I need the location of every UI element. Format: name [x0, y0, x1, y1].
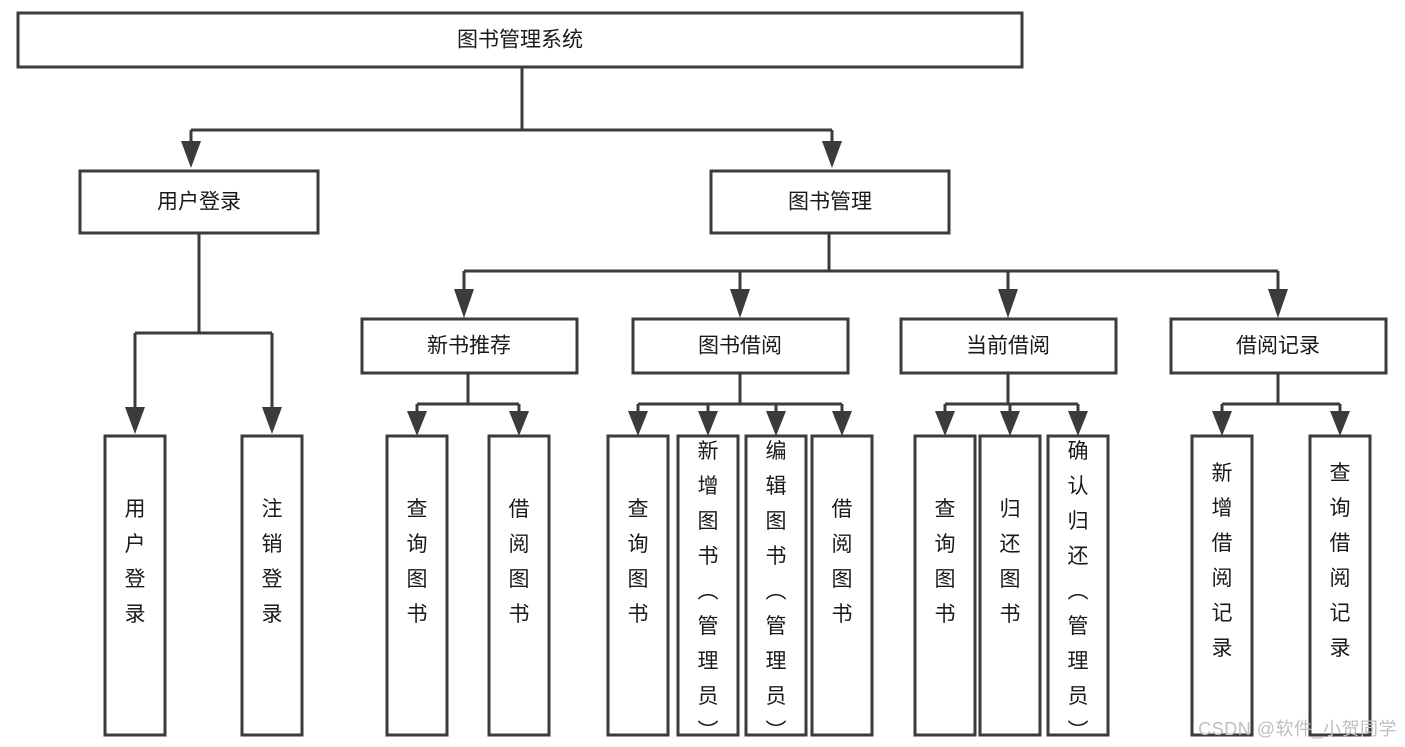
leaf-current-return-book[interactable]: 归还图书 — [978, 434, 1042, 737]
leaf-record-add[interactable]: 新增借阅记录 — [1190, 434, 1254, 737]
leaf-current-confirm-return[interactable]: 确认归还︵管理员︶ — [1046, 434, 1110, 743]
leaf-borrow-borrow-book[interactable]: 借阅图书 — [810, 434, 874, 737]
node-label: 新增图书︵管理员︶ — [698, 440, 719, 743]
connector-borrowrecord-to-leaves — [1212, 373, 1350, 436]
arrow-head-icon — [766, 411, 786, 436]
node-label: 图书借阅 — [698, 335, 782, 358]
arrow-head-icon — [1268, 289, 1288, 318]
node-box — [606, 434, 670, 737]
arrow-head-icon — [407, 411, 427, 436]
leaf-user-login-logout[interactable]: 注销登录 — [240, 434, 304, 737]
node-box — [1046, 434, 1110, 737]
node-label: 查询图书 — [935, 498, 956, 626]
arrow-head-icon — [935, 411, 955, 436]
node-label: 确认归还︵管理员︶ — [1068, 440, 1089, 743]
node-box — [676, 434, 740, 737]
leaf-new-book-query[interactable]: 查询图书 — [385, 434, 449, 737]
arrow-head-icon — [509, 411, 529, 436]
arrow-head-icon — [454, 289, 474, 318]
node-box — [1169, 317, 1388, 375]
leaf-borrow-add-book[interactable]: 新增图书︵管理员︶ — [676, 434, 740, 743]
connector-newbook-to-leaves — [407, 373, 529, 436]
arrow-head-icon — [832, 411, 852, 436]
node-label: 归还图书 — [1000, 498, 1021, 626]
node-label: 编辑图书︵管理员︶ — [766, 440, 787, 743]
node-label: 新书推荐 — [427, 335, 511, 358]
node-user-login[interactable]: 用户登录 — [78, 169, 320, 235]
node-box — [240, 434, 304, 737]
arrow-head-icon — [730, 289, 750, 318]
node-label: 当前借阅 — [966, 335, 1050, 358]
leaf-new-book-borrow[interactable]: 借阅图书 — [487, 434, 551, 737]
leaf-record-query[interactable]: 查询借阅记录 — [1308, 434, 1372, 737]
leaf-borrow-query-book[interactable]: 查询图书 — [606, 434, 670, 737]
node-borrow-record[interactable]: 借阅记录 — [1169, 317, 1388, 375]
node-label: 查询图书 — [628, 498, 649, 626]
node-box — [487, 434, 551, 737]
connector-currentborrow-to-leaves — [935, 373, 1088, 436]
node-box — [1190, 434, 1254, 737]
node-label: 图书管理系统 — [457, 29, 583, 52]
node-box — [899, 317, 1118, 375]
node-book-management[interactable]: 图书管理 — [709, 169, 951, 235]
arrow-head-icon — [1212, 411, 1232, 436]
connector-bookborrow-to-leaves — [628, 373, 852, 436]
arrow-head-icon — [1330, 411, 1350, 436]
node-label: 借阅图书 — [509, 498, 530, 626]
node-box — [744, 434, 808, 737]
node-box — [709, 169, 951, 235]
node-label: 注销登录 — [262, 498, 283, 626]
node-box — [810, 434, 874, 737]
connector-userlogin-to-leaves — [125, 233, 282, 434]
connector-bookmgmt-to-level3 — [454, 233, 1288, 318]
node-label: 图书管理 — [788, 191, 872, 214]
leaf-borrow-edit-book[interactable]: 编辑图书︵管理员︶ — [744, 434, 808, 743]
node-box — [78, 169, 320, 235]
node-box — [1308, 434, 1372, 737]
node-label: 新增借阅记录 — [1212, 462, 1233, 660]
arrow-head-icon — [1000, 411, 1020, 436]
node-new-book-recommend[interactable]: 新书推荐 — [360, 317, 579, 375]
node-label: 借阅记录 — [1236, 335, 1320, 358]
arrow-head-icon — [822, 141, 842, 168]
node-label: 查询借阅记录 — [1330, 462, 1351, 660]
arrow-head-icon — [998, 289, 1018, 318]
node-book-borrow[interactable]: 图书借阅 — [631, 317, 850, 375]
leaf-current-query-book[interactable]: 查询图书 — [913, 434, 977, 737]
node-box — [978, 434, 1042, 737]
node-box — [16, 11, 1024, 69]
node-label: 用户登录 — [157, 191, 241, 214]
arrow-head-icon — [1068, 411, 1088, 436]
arrow-head-icon — [628, 411, 648, 436]
leaf-user-login-login[interactable]: 用户登录 — [103, 434, 167, 737]
node-box — [913, 434, 977, 737]
node-label: 借阅图书 — [832, 498, 853, 626]
node-box — [631, 317, 850, 375]
node-box — [360, 317, 579, 375]
arrow-head-icon — [262, 407, 282, 434]
node-box — [103, 434, 167, 737]
node-box — [385, 434, 449, 737]
node-label: 用户登录 — [125, 498, 146, 626]
node-label: 查询图书 — [407, 498, 428, 626]
node-root-system[interactable]: 图书管理系统 — [16, 11, 1024, 69]
arrow-head-icon — [181, 141, 201, 168]
arrow-head-icon — [698, 411, 718, 436]
arrow-head-icon — [125, 407, 145, 434]
connector-root-to-level2 — [181, 67, 842, 168]
node-current-borrow[interactable]: 当前借阅 — [899, 317, 1118, 375]
